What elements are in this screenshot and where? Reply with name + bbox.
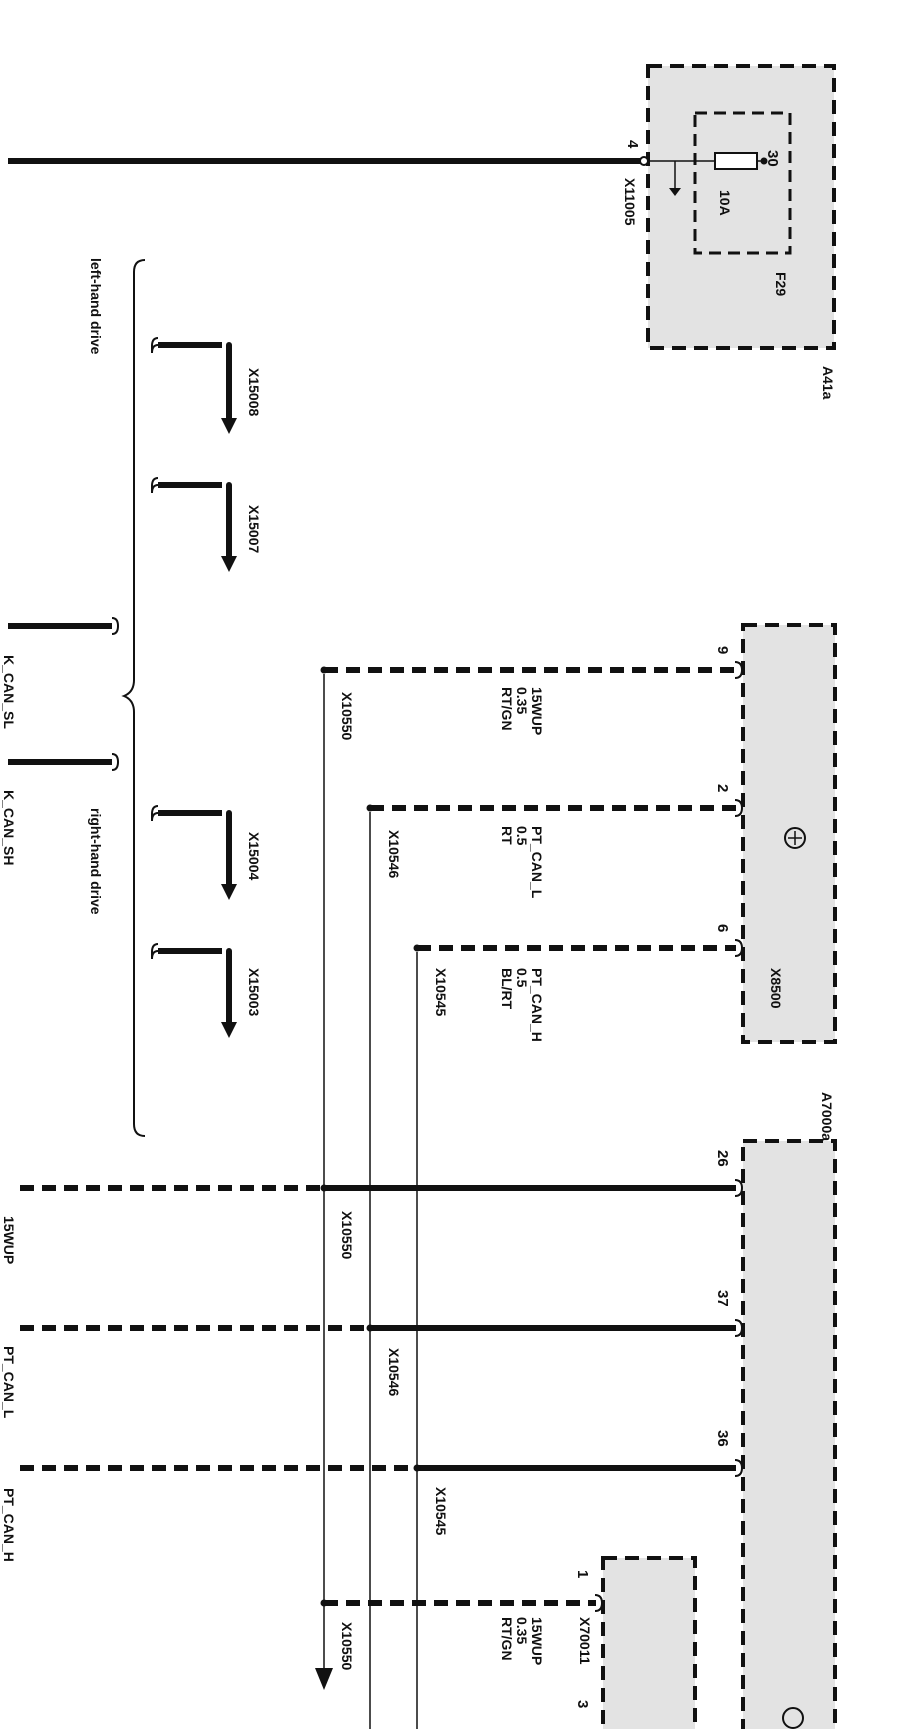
pin-26-label: 26 — [714, 1150, 731, 1167]
x70011-pin-1-label: 1 — [574, 1570, 591, 1578]
x70011-label: X70011 — [577, 1617, 593, 1665]
k-can-bus: K_CAN_SL K_CAN_SH — [1, 617, 120, 865]
arrow-down-icon — [669, 188, 681, 196]
x70011-box — [601, 1556, 697, 1729]
bus-15wup-label: 15WUP — [1, 1216, 17, 1264]
a7000a-lower: 26 X10550 15WUP 37 X10546 PT_CAN_L 36 X1… — [1, 1139, 837, 1729]
signal-15wup-label: 15WUP — [529, 687, 545, 735]
size-0-35-label: 0.35 — [514, 687, 530, 714]
connector-x15003: X15003 — [151, 943, 262, 1038]
x11005-label: X11005 — [622, 178, 638, 226]
k-can-sh-label: K_CAN_SH — [1, 790, 17, 865]
x15003-label: X15003 — [246, 968, 262, 1016]
splice-x10545-lower-label: X10545 — [433, 1487, 449, 1535]
splice-x10546-upper-label: X10546 — [386, 830, 402, 878]
pin-6-label: 6 — [714, 924, 731, 932]
fuse-icon — [714, 152, 758, 170]
ground-symbol-icon — [784, 827, 806, 849]
color-rt-label: RT — [499, 826, 515, 845]
x15004-label: X15004 — [246, 832, 262, 880]
a7000a-lower-box — [741, 1139, 837, 1729]
pin-4-terminal — [639, 156, 649, 166]
pin-37-label: 37 — [714, 1290, 731, 1307]
size-0-5-label: 0.5 — [514, 826, 530, 846]
arrow-down-icon — [221, 1022, 237, 1038]
splice-x10550-x70011-label: X10550 — [339, 1622, 355, 1670]
arrow-down-icon — [221, 884, 237, 900]
splice-x10550-lower-label: X10550 — [339, 1211, 355, 1259]
size-0-5-h-label: 0.5 — [514, 968, 530, 988]
right-hand-drive-label: right-hand drive — [88, 808, 104, 915]
arrow-down-icon — [221, 556, 237, 572]
pin-2-label: 2 — [714, 784, 731, 792]
fuse-rating-label: 10A — [717, 190, 733, 216]
pin-36-label: 36 — [714, 1430, 731, 1447]
k-can-sl-label: K_CAN_SL — [1, 655, 17, 729]
fuse-pin-label: 30 — [764, 150, 781, 167]
bus-pt-can-l-label: PT_CAN_L — [1, 1346, 17, 1419]
x70011-signal-label: 15WUP — [529, 1617, 545, 1665]
connector-x15004: X15004 — [151, 805, 262, 900]
ground-symbol-icon — [782, 1707, 804, 1729]
arrow-down-icon — [315, 1668, 333, 1690]
x70011-color-label: RT/GN — [499, 1617, 515, 1661]
a41a-pin-label: 4 — [624, 140, 641, 149]
fuse-pin-dot — [760, 157, 768, 165]
a41a-box — [646, 64, 836, 350]
x15007-label: X15007 — [246, 505, 262, 553]
x8500-box — [741, 623, 837, 1044]
x70011-size-label: 0.35 — [514, 1617, 530, 1644]
connector-x15007: X15007 — [151, 477, 262, 572]
signal-pt-can-l-label: PT_CAN_L — [529, 826, 545, 899]
splice-rails — [315, 674, 418, 1729]
color-rtgn-label: RT/GN — [499, 687, 515, 731]
f29-label: F29 — [773, 272, 789, 296]
x70011-pin-3-label: 3 — [574, 1700, 591, 1708]
x15008-label: X15008 — [246, 368, 262, 416]
a7000a-x8500: X8500 A7000a 9 15WUP 0.35 RT/GN X10550 2… — [320, 623, 837, 1141]
splice-x10545-upper-label: X10545 — [433, 968, 449, 1016]
f29-fuse-housing — [693, 111, 792, 255]
splice-x10550-upper-label: X10550 — [339, 692, 355, 740]
pin-9-label: 9 — [714, 646, 731, 654]
connector-x15008: X15008 — [151, 337, 262, 434]
drive-bracket — [121, 259, 146, 1137]
left-hand-drive-label: left-hand drive — [88, 258, 104, 355]
a41a-label: A41a — [820, 366, 836, 400]
a41a-module: 4 X11005 30 10A F29 A41a — [8, 64, 836, 400]
signal-pt-can-h-label: PT_CAN_H — [529, 968, 545, 1042]
a7000a-label: A7000a — [819, 1092, 835, 1141]
splice-x10546-lower-label: X10546 — [386, 1348, 402, 1396]
drive-options: left-hand drive right-hand drive X15008 … — [88, 258, 262, 1137]
color-blrt-label: BL/RT — [499, 968, 515, 1010]
arrow-down-icon — [221, 418, 237, 434]
x8500-label: X8500 — [768, 968, 784, 1009]
x70011-connector: 1 3 X70011 15WUP 0.35 RT/GN X10550 — [320, 1556, 697, 1729]
bus-pt-can-h-label: PT_CAN_H — [1, 1488, 17, 1562]
